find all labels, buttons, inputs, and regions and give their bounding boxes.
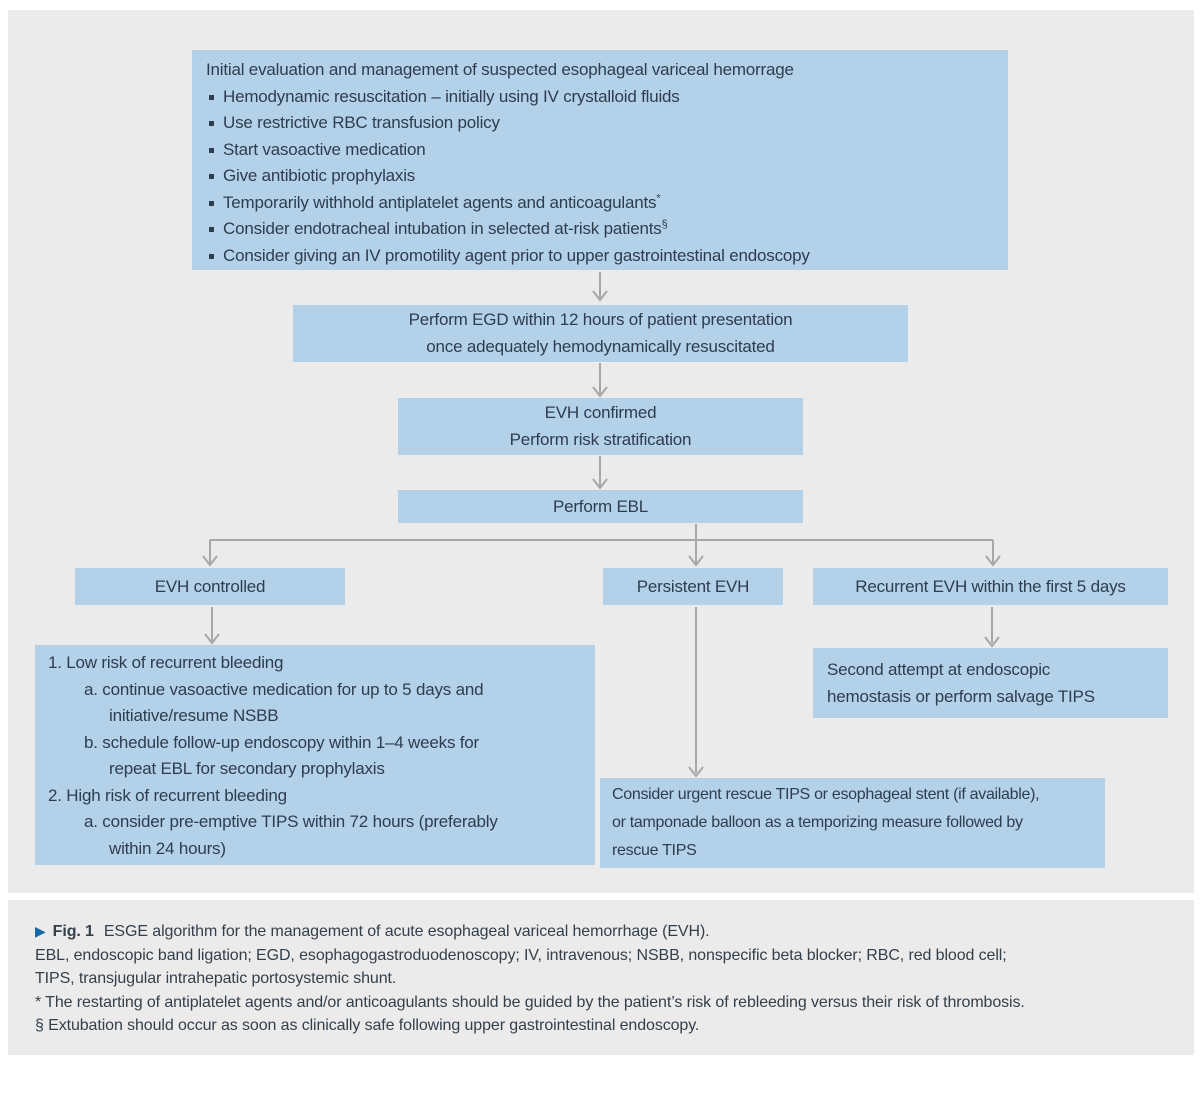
- flow-box-second-attempt: Second attempt at endoscopic hemostasis …: [813, 648, 1168, 718]
- figure-caption-line: ▶ Fig. 1 ESGE algorithm for the management…: [35, 920, 1182, 944]
- box-text-line: initiative/resume NSBB: [109, 706, 279, 725]
- box-title: Initial evaluation and management of sus…: [206, 60, 794, 79]
- bullet-text: Consider endotracheal intubation in sele…: [223, 219, 662, 238]
- flow-box-evh-confirmed: EVH confirmed Perform risk stratificatio…: [398, 398, 803, 455]
- box-text-line: a. continue vasoactive medication for up…: [84, 679, 484, 699]
- abbreviations-line: EBL, endoscopic band ligation; EGD, esop…: [35, 946, 1007, 964]
- fig-marker-icon: ▶: [35, 923, 46, 939]
- box-text-line: within 24 hours): [109, 838, 226, 858]
- bullet-text: Use restrictive RBC transfusion policy: [223, 113, 500, 132]
- bullet-item: Consider endotracheal intubation in sele…: [206, 216, 994, 243]
- figure-title: ESGE algorithm for the management of acu…: [103, 923, 710, 940]
- abbreviations-line: TIPS, transjugular intrahepatic portosys…: [35, 970, 397, 987]
- box-text-line: Perform EGD within 12 hours of patient p…: [408, 310, 793, 329]
- bullet-item: Use restrictive RBC transfusion policy: [206, 110, 994, 137]
- footnote-section: § Extubation should occur as soon as cli…: [35, 1017, 700, 1034]
- box-text-line: 1. Low risk of recurrent bleeding: [48, 653, 284, 672]
- flow-box-rescue-tips: Consider urgent rescue TIPS or esophagea…: [600, 778, 1105, 868]
- box-text-line: Recurrent EVH within the first 5 days: [855, 577, 1126, 596]
- flow-box-risk-stratified-management: 1. Low risk of recurrent bleeding a. con…: [35, 645, 595, 865]
- box-text-line: EVH controlled: [154, 577, 266, 596]
- section-superscript: §: [661, 218, 668, 231]
- figure-label: Fig. 1: [52, 923, 94, 940]
- bullet-text: Consider giving an IV promotility agent …: [223, 245, 810, 265]
- box-text-line: repeat EBL for secondary prophylaxis: [109, 759, 385, 778]
- box-text-line: b. schedule follow-up endoscopy within 1…: [84, 732, 480, 752]
- box-text-line: Persistent EVH: [636, 577, 750, 596]
- bullet-square-icon: [209, 253, 214, 259]
- box-text-line: hemostasis or perform salvage TIPS: [827, 687, 1095, 706]
- flow-box-initial-evaluation: Initial evaluation and management of sus…: [192, 50, 1008, 270]
- bullet-square-icon: [209, 200, 214, 206]
- box-text-line: Perform EBL: [552, 497, 649, 516]
- bullet-square-icon: [209, 94, 214, 100]
- bullet-text: Hemodynamic resuscitation – initially us…: [223, 86, 680, 106]
- bullet-text: Temporarily withhold antiplatelet agents…: [223, 192, 657, 212]
- bullet-item: Consider giving an IV promotility agent …: [206, 243, 994, 270]
- flow-box-persistent-evh: Persistent EVH: [603, 568, 783, 605]
- flow-box-perform-egd: Perform EGD within 12 hours of patient p…: [293, 305, 908, 362]
- bullet-item: Give antibiotic prophylaxis: [206, 163, 994, 190]
- asterisk-superscript: *: [656, 191, 661, 204]
- bullet-item: Hemodynamic resuscitation – initially us…: [206, 84, 994, 111]
- box-text-line: or tamponade balloon as a temporizing me…: [612, 814, 1023, 831]
- box-text-line: Second attempt at endoscopic: [827, 660, 1051, 679]
- bullet-square-icon: [209, 174, 214, 179]
- flow-box-evh-controlled: EVH controlled: [75, 568, 345, 605]
- flow-box-perform-ebl: Perform EBL: [398, 490, 803, 523]
- bullet-text: Give antibiotic prophylaxis: [223, 166, 416, 185]
- caption-panel: ▶ Fig. 1 ESGE algorithm for the management…: [8, 900, 1194, 1055]
- box-text-line: EVH confirmed: [544, 403, 657, 422]
- box-text-line: once adequately hemodynamically resuscit…: [426, 336, 775, 356]
- box-text-line: a. consider pre-emptive TIPS within 72 h…: [84, 812, 498, 831]
- bullet-item: Temporarily withhold antiplatelet agents…: [206, 190, 994, 217]
- bullet-square-icon: [209, 147, 214, 153]
- box-text-line: Consider urgent rescue TIPS or esophagea…: [612, 786, 1040, 803]
- bullet-square-icon: [209, 121, 214, 126]
- bullet-square-icon: [209, 227, 214, 232]
- box-text-line: Perform risk stratification: [509, 429, 692, 449]
- box-text-line: 2. High risk of recurrent bleeding: [48, 785, 287, 805]
- bullet-text: Start vasoactive medication: [223, 139, 426, 159]
- bullet-item: Start vasoactive medication: [206, 137, 994, 164]
- flow-box-recurrent-evh: Recurrent EVH within the first 5 days: [813, 568, 1168, 605]
- box-text-line: rescue TIPS: [612, 842, 697, 859]
- footnote-asterisk: * The restarting of antiplatelet agents …: [35, 993, 1025, 1011]
